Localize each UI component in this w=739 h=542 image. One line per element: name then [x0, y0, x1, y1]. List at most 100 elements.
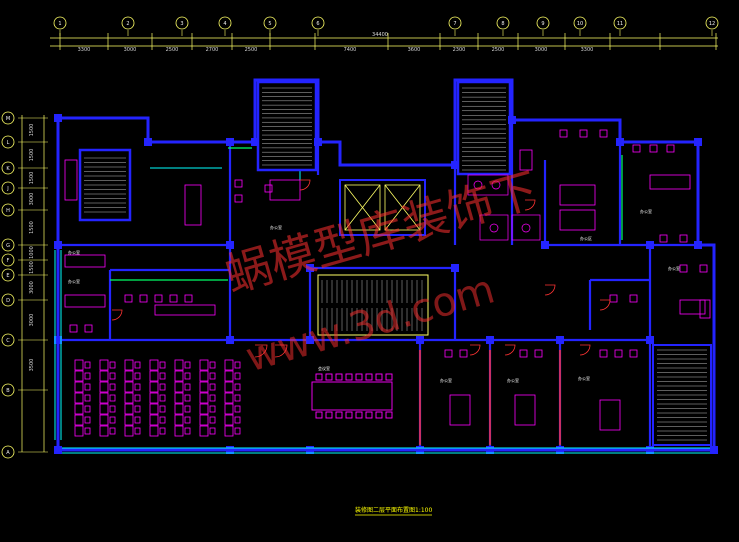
stair-center [317, 274, 429, 336]
meeting-chair [325, 373, 333, 381]
left-axis-label: M [6, 116, 10, 122]
workstation-chair [109, 394, 116, 402]
room-label: 办公室 [578, 375, 590, 381]
workstation-desk [99, 359, 109, 371]
workstation-chair [109, 383, 116, 391]
left-axis-bubble [1, 111, 15, 125]
workstation-chair [109, 372, 116, 380]
column [251, 138, 259, 146]
column [416, 336, 424, 344]
workstation-desk [74, 381, 84, 393]
top-axis-bubble [613, 16, 627, 30]
top-axis-bubble [311, 16, 325, 30]
workstation-chair [234, 372, 241, 380]
top-segment-label: 3600 [408, 47, 421, 53]
column [646, 336, 654, 344]
workstation-chair [109, 405, 116, 413]
watermark-chinese: 蜗模型库装饰下 [219, 162, 543, 303]
workstation-desk [124, 370, 134, 382]
top-axis-bubble [705, 16, 719, 30]
column [54, 446, 62, 454]
workstation-chair [234, 416, 241, 424]
door-swing [111, 309, 123, 321]
top-axis-label: 11 [617, 21, 623, 27]
left-segment-label: 3000 [29, 281, 35, 294]
meeting-chair [325, 411, 333, 419]
office-chair [184, 294, 193, 303]
office-chair [234, 194, 243, 203]
column [54, 241, 62, 249]
door-swing [274, 344, 288, 358]
office-chair [559, 129, 568, 138]
door-swing [599, 299, 611, 311]
structural-columns [54, 114, 718, 454]
workstation-chair [209, 427, 216, 435]
top-axis-label: 1 [58, 21, 61, 27]
workstation-chair [134, 405, 141, 413]
workstation-desk [199, 392, 209, 404]
workstation-desk [124, 425, 134, 437]
restroom-fixtures [467, 174, 541, 241]
left-axis-label: F [7, 258, 10, 264]
office-chair [169, 294, 178, 303]
workstation-chair [84, 427, 91, 435]
workstation-desk [199, 359, 209, 371]
office-chair [139, 294, 148, 303]
left-axis-label: L [7, 140, 10, 146]
top-axis-bubble [448, 16, 462, 30]
office-desk [64, 254, 106, 268]
workstation-chair [134, 361, 141, 369]
room-label: 办公室 [270, 224, 282, 230]
sofa [519, 149, 533, 171]
room-label: 办公室 [640, 208, 652, 214]
workstation-chair [134, 372, 141, 380]
workstation-desk [199, 381, 209, 393]
room-label: 办公室 [68, 249, 80, 255]
left-axis-bubble [1, 383, 15, 397]
top-axis-bubble [536, 16, 550, 30]
top-axis-bubble [218, 16, 232, 30]
workstation-chair [184, 383, 191, 391]
room-label: 办公室 [668, 265, 680, 271]
workstation-chair [234, 427, 241, 435]
office-chair [699, 264, 708, 273]
column [306, 336, 314, 344]
workstation-desk [149, 392, 159, 404]
office-desk [449, 394, 471, 426]
left-axis-bubble [1, 135, 15, 149]
column [486, 336, 494, 344]
column [486, 446, 494, 454]
workstation-chair [209, 405, 216, 413]
workstation-desk [99, 425, 109, 437]
room-label: 办公室 [68, 278, 80, 284]
workstation-desk [224, 392, 234, 404]
workstation-desk [174, 370, 184, 382]
office-desk [649, 174, 691, 190]
top-segment-label: 3300 [581, 47, 594, 53]
meeting-chair [385, 411, 393, 419]
workstation-chair [84, 416, 91, 424]
left-axis-label: H [6, 208, 10, 214]
office-chair [614, 349, 623, 358]
workstation-desk [99, 414, 109, 426]
workstation-desk [124, 403, 134, 415]
workstation-chair [209, 361, 216, 369]
elevator-shafts [339, 179, 426, 236]
office-chair [659, 234, 668, 243]
left-axis-bubble [1, 445, 15, 459]
workstation-desk [174, 425, 184, 437]
left-axis-label: E [6, 273, 9, 279]
workstation-chair [159, 416, 166, 424]
meeting-chair [315, 373, 323, 381]
meeting-chair [345, 373, 353, 381]
left-axis-label: B [6, 388, 10, 394]
left-segment-label: 1500 [29, 172, 35, 185]
drawing-title: 装修图二层平面布置图 [355, 506, 415, 514]
column [314, 138, 322, 146]
workstation-desk [74, 370, 84, 382]
room-label: 办公室 [440, 377, 452, 383]
left-segment-label: 3500 [29, 359, 35, 372]
top-segment-label: 3000 [535, 47, 548, 53]
